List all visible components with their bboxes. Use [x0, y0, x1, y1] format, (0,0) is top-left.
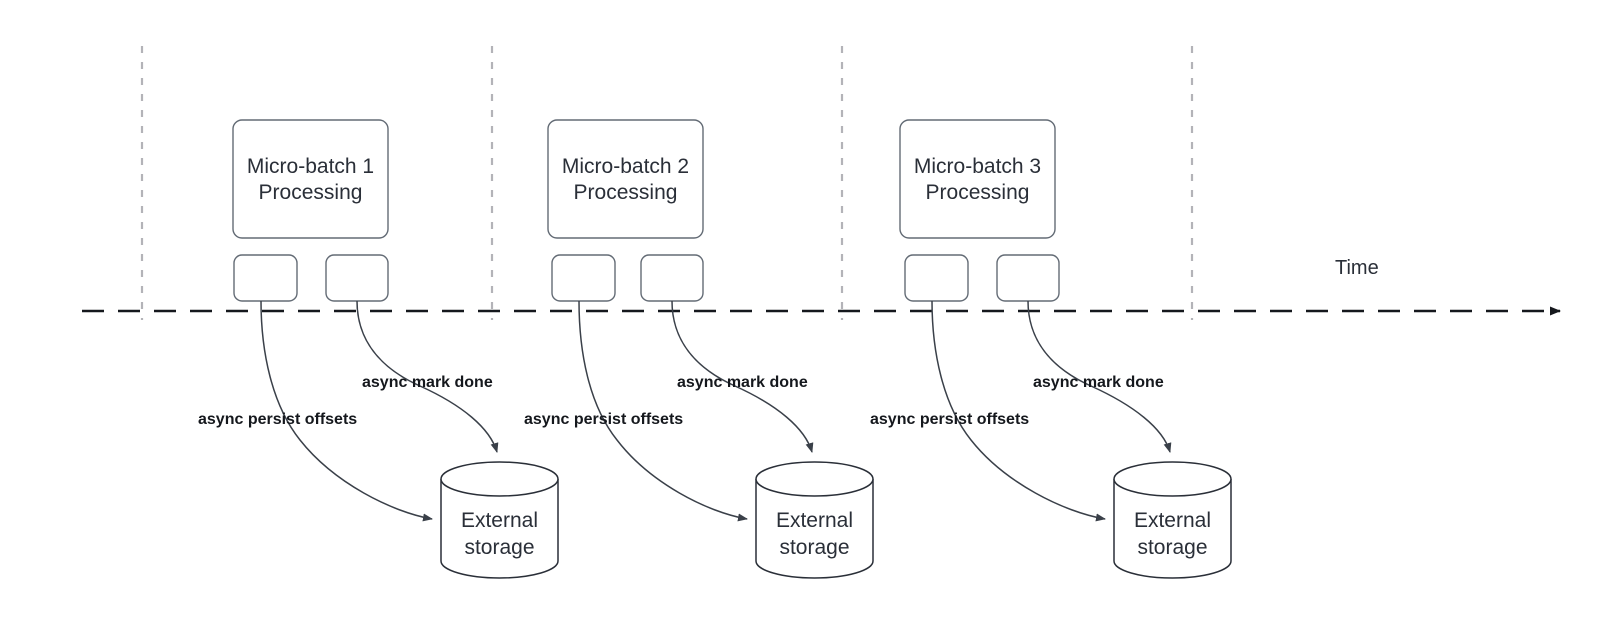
micro-batch-1-label-line1: Micro-batch 1 — [247, 155, 374, 178]
group-2-storage-label-line2: storage — [779, 536, 849, 559]
group-1-mark-done-task-box[interactable] — [325, 254, 389, 302]
group-3: Micro-batch 3 Processing async persist o… — [870, 119, 1232, 579]
group-1-mark-done-edge — [356, 300, 499, 453]
group-1-mark-done-label: async mark done — [362, 374, 493, 391]
group-1-persist-offsets-edge — [260, 300, 433, 522]
micro-batch-2-box[interactable] — [547, 119, 704, 239]
group-3-persist-task-box[interactable] — [904, 254, 969, 302]
phase-boundary-lines — [140, 46, 1194, 320]
group-2-persist-offsets-label: async persist offsets — [524, 411, 683, 428]
group-1-storage-label-line1: External — [461, 509, 538, 532]
group-2-mark-done-label: async mark done — [677, 374, 808, 391]
group-2-persist-task-box[interactable] — [551, 254, 616, 302]
group-2-persist-offsets-edge — [578, 300, 748, 522]
group-2-mark-done-edge — [671, 300, 814, 453]
micro-batch-3-label-line2: Processing — [926, 181, 1030, 204]
group-2: Micro-batch 2 Processing async persist o… — [524, 119, 874, 579]
group-3-persist-offsets-label: async persist offsets — [870, 411, 1029, 428]
group-3-mark-done-label: async mark done — [1033, 374, 1164, 391]
group-1-persist-offsets-label: async persist offsets — [198, 411, 357, 428]
micro-batch-1-box[interactable] — [232, 119, 389, 239]
group-1-storage-label-line2: storage — [464, 536, 534, 559]
group-3-storage-label-line2: storage — [1137, 536, 1207, 559]
micro-batch-2-label-line1: Micro-batch 2 — [562, 155, 689, 178]
group-1-external-storage-cylinder[interactable]: External storage — [440, 461, 559, 579]
group-3-persist-offsets-edge — [931, 300, 1106, 522]
micro-batch-2-label-line2: Processing — [574, 181, 678, 204]
micro-batch-3-label-line1: Micro-batch 3 — [914, 155, 1041, 178]
group-3-mark-done-edge — [1027, 300, 1172, 453]
group-1-persist-task-box[interactable] — [233, 254, 298, 302]
group-2-mark-done-task-box[interactable] — [640, 254, 704, 302]
group-3-mark-done-task-box[interactable] — [996, 254, 1060, 302]
micro-batch-1-label-line2: Processing — [259, 181, 363, 204]
group-1: Micro-batch 1 Processing async persist o… — [198, 119, 559, 579]
group-3-storage-label-line1: External — [1134, 509, 1211, 532]
time-axis: Time — [82, 257, 1561, 316]
group-3-external-storage-cylinder[interactable]: External storage — [1113, 461, 1232, 579]
group-2-external-storage-cylinder[interactable]: External storage — [755, 461, 874, 579]
time-axis-label: Time — [1335, 257, 1379, 279]
group-2-storage-label-line1: External — [776, 509, 853, 532]
micro-batch-3-box[interactable] — [899, 119, 1056, 239]
